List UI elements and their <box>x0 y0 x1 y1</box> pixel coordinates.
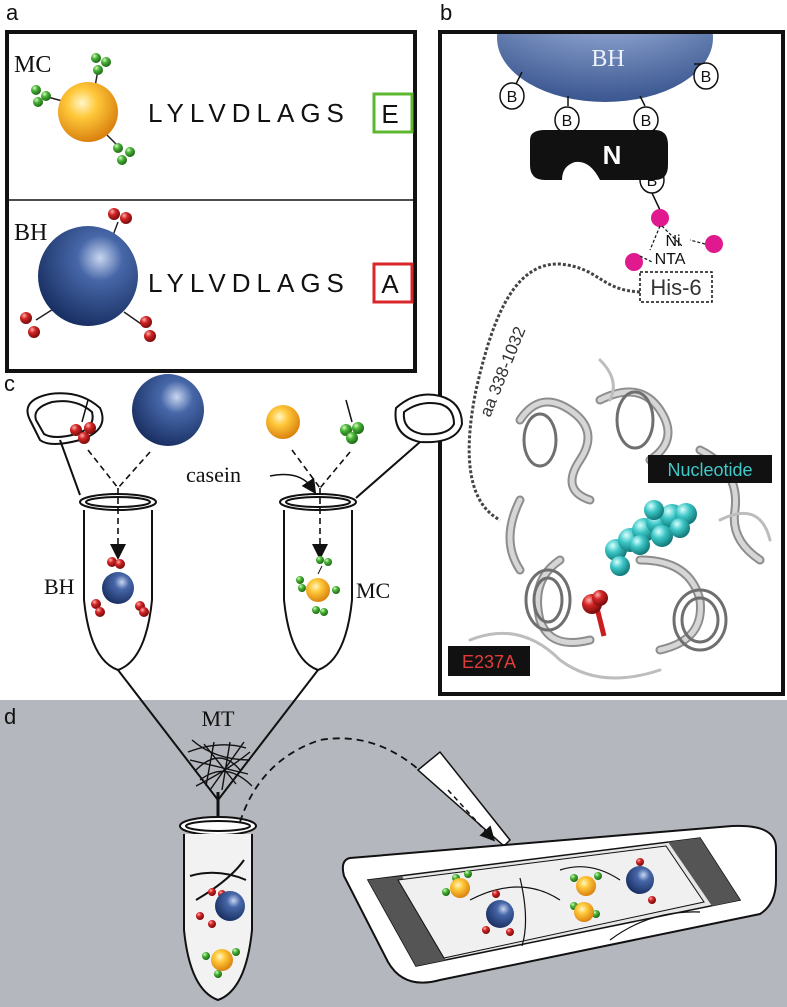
mc-residue-box <box>372 92 414 134</box>
bh-bead-small-icon <box>132 374 204 446</box>
transfer-arrow <box>239 737 431 823</box>
casein-label: casein <box>186 462 241 487</box>
ni-label: Ni <box>665 233 680 250</box>
biotin-label-3: B <box>641 113 652 130</box>
left-tube-label: BH <box>44 574 75 599</box>
mc-bead-icon <box>31 53 135 165</box>
neutravidin-icon <box>530 130 668 180</box>
right-tube-label: MC <box>356 578 390 603</box>
linker-line <box>467 262 641 522</box>
protein-ribbon-icon <box>468 358 772 680</box>
bh-residue: A <box>381 269 404 299</box>
nta-label: NTA <box>655 251 686 268</box>
panel-d-letter: d <box>4 704 16 729</box>
nucleotide-label: Nucleotide <box>667 460 752 480</box>
nta-dot-icon <box>625 253 643 271</box>
his-tag-box <box>639 271 713 303</box>
panel-a-letter: a <box>6 0 19 25</box>
right-tube-icon <box>279 393 464 672</box>
bh-residue-box <box>372 262 414 304</box>
biotin-label-5: B <box>647 173 658 190</box>
mc-sequence: LYLVDLAGS <box>148 98 350 128</box>
mix-tube-beads-icon <box>196 888 245 978</box>
biotin-label-1: B <box>507 89 518 106</box>
nucleotide-label-box <box>648 455 772 483</box>
bh-bead-in-tube-icon <box>91 557 149 617</box>
e237a-residue-icon <box>582 590 608 637</box>
panel-c-letter: c <box>4 371 15 396</box>
pipette-tip-icon <box>416 750 512 848</box>
nucleotide-icon <box>605 500 697 576</box>
neutravidin-label: N <box>603 140 622 170</box>
casein-arrow <box>269 473 317 495</box>
mc-bead-small-icon <box>266 405 300 439</box>
mc-residue: E <box>381 99 404 129</box>
mt-label: MT <box>202 706 236 731</box>
bh-sequence: LYLVDLAGS <box>148 268 350 298</box>
mc-label: MC <box>14 52 51 78</box>
bh-bead-icon <box>20 208 156 342</box>
right-merge-arrows <box>291 449 351 560</box>
bh-label: BH <box>14 220 47 246</box>
mutation-label-box <box>448 646 530 676</box>
panel-b-letter: b <box>440 0 452 25</box>
mc-bead-in-tube-icon <box>296 556 340 616</box>
biotin-label-4: B <box>701 69 712 86</box>
microtubule-bundle-icon <box>187 739 253 791</box>
left-merge-arrows <box>87 449 151 560</box>
biotin-label-2: B <box>562 113 573 130</box>
mutation-label: E237A <box>462 652 516 672</box>
green-biotin-icon <box>340 399 364 444</box>
nta-dot-icon <box>705 235 723 253</box>
mix-tube-icon <box>179 816 257 1002</box>
left-tube-icon <box>26 392 157 672</box>
red-biotin-icon <box>70 399 96 444</box>
flow-chamber-icon <box>341 824 777 984</box>
bh-bead-large-icon <box>497 34 713 102</box>
nta-dot-icon <box>651 209 669 227</box>
bh-bead-label: BH <box>591 46 624 72</box>
his-label: His-6 <box>650 275 701 300</box>
